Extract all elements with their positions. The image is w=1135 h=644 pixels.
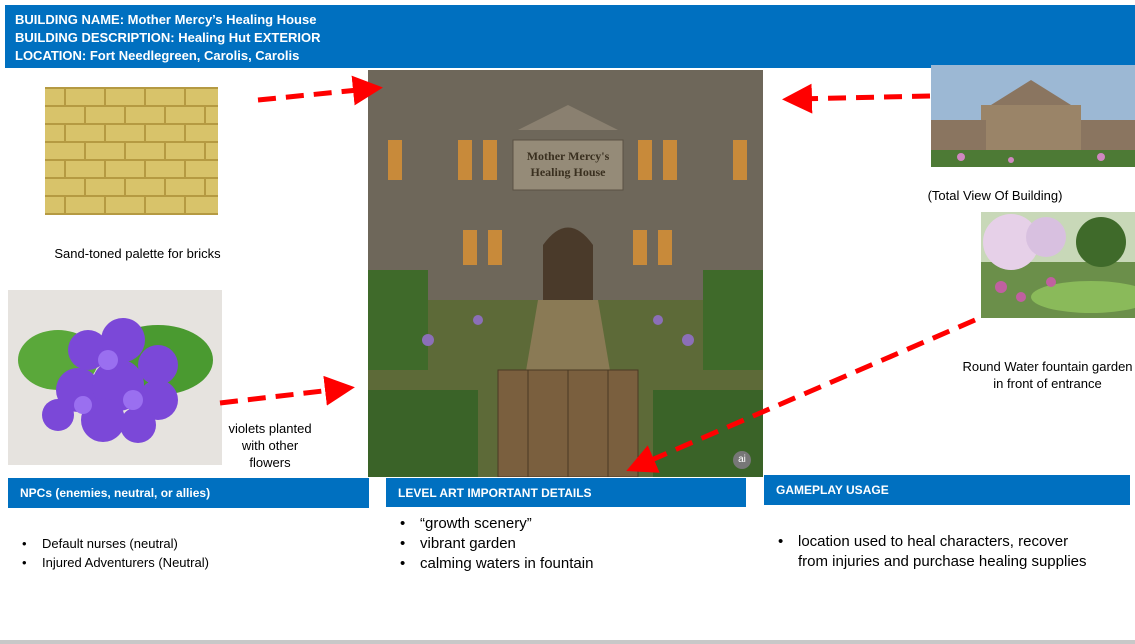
building-description: BUILDING DESCRIPTION: Healing Hut EXTERI…	[15, 30, 321, 45]
arrow-violets-to-main	[219, 375, 355, 406]
slide-bottom-border	[0, 640, 1135, 644]
bricks-caption: Sand-toned palette for bricks	[54, 246, 221, 261]
violets-caption: violets planted with other flowers	[228, 421, 312, 470]
level-art-item: vibrant garden	[396, 534, 736, 554]
main-image-sign: Mother Mercy's Healing House	[526, 149, 610, 179]
total-view-image	[931, 65, 1135, 167]
npc-item: Injured Adventurers (Neutral)	[18, 553, 358, 572]
level-art-item: calming waters in fountain	[396, 554, 736, 574]
level-art-section-title: LEVEL ART IMPORTANT DETAILS	[386, 478, 746, 507]
arrow-fountain-to-main	[626, 317, 976, 473]
npcs-section-title: NPCs (enemies, neutral, or allies)	[8, 478, 369, 508]
npc-item: Default nurses (neutral)	[18, 534, 358, 553]
violets-image	[8, 290, 222, 465]
level-art-list: “growth scenery” vibrant garden calming …	[396, 514, 736, 574]
gameplay-section-title: GAMEPLAY USAGE	[764, 475, 1130, 505]
fountain-garden-image	[981, 212, 1135, 318]
building-name: BUILDING NAME: Mother Mercy’s Healing Ho…	[15, 12, 317, 27]
healing-house-main-image: Mother Mercy's Healing House ai	[368, 70, 763, 477]
arrow-bricks-to-main	[257, 75, 383, 106]
total-view-caption: (Total View Of Building)	[927, 188, 1063, 203]
ai-badge: ai	[733, 451, 751, 469]
gameplay-item: location used to heal characters, recove…	[774, 532, 1094, 572]
building-location: LOCATION: Fort Needlegreen, Carolis, Car…	[15, 48, 300, 63]
npcs-list: Default nurses (neutral) Injured Adventu…	[18, 534, 358, 572]
fountain-caption: Round Water fountain garden in front of …	[962, 359, 1133, 391]
brick-texture-image	[45, 87, 218, 215]
arrow-total-view-to-main	[782, 83, 931, 114]
building-info-header: BUILDING NAME: Mother Mercy’s Healing Ho…	[5, 5, 1135, 68]
level-art-item: “growth scenery”	[396, 514, 736, 534]
gameplay-list: location used to heal characters, recove…	[774, 532, 1094, 572]
